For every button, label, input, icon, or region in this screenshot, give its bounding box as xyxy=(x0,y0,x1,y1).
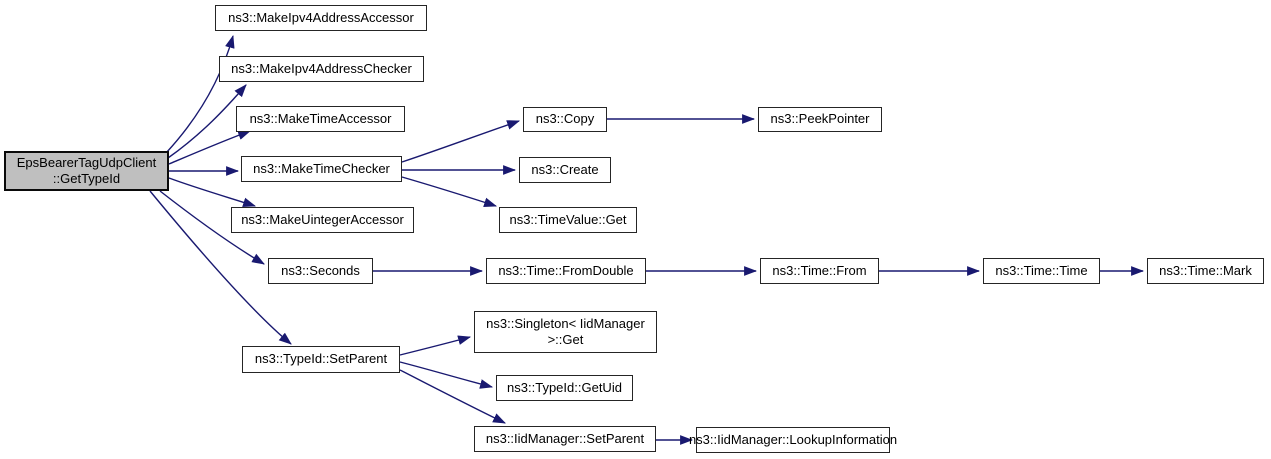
node-timevalue-get[interactable]: ns3::TimeValue::Get xyxy=(499,207,637,233)
edge-typeid-setparent-to-iidmanager-setparent xyxy=(399,369,506,424)
node-make-ipv4-address-accessor[interactable]: ns3::MakeIpv4AddressAccessor xyxy=(215,5,427,31)
edge-main-to-make-ipv4-address-accessor xyxy=(165,34,235,154)
node-iidmanager-setparent[interactable]: ns3::IidManager::SetParent xyxy=(474,426,656,452)
edge-main-to-typeid-setparent xyxy=(149,190,292,345)
node-copy[interactable]: ns3::Copy xyxy=(523,107,607,132)
node-iidmanager-lookupinformation[interactable]: ns3::IidManager::LookupInformation xyxy=(689,427,897,453)
edge-main-to-make-uinteger-accessor xyxy=(168,177,257,207)
node-make-ipv4-address-checker[interactable]: ns3::MakeIpv4AddressChecker xyxy=(219,56,424,82)
node-main-gettypeid: EpsBearerTagUdpClient ::GetTypeId xyxy=(4,151,169,191)
node-singleton-iidmanager-get[interactable]: ns3::Singleton< IidManager >::Get xyxy=(474,311,657,353)
edge-main-to-seconds xyxy=(159,190,265,265)
node-make-time-accessor[interactable]: ns3::MakeTimeAccessor xyxy=(236,106,405,132)
node-make-uinteger-accessor[interactable]: ns3::MakeUintegerAccessor xyxy=(231,207,414,233)
node-time-fromdouble[interactable]: ns3::Time::FromDouble xyxy=(486,258,646,284)
edge-make-time-checker-to-timevalue-get xyxy=(401,176,498,207)
edge-typeid-setparent-to-typeid-getuid xyxy=(399,361,494,389)
node-time-from[interactable]: ns3::Time::From xyxy=(760,258,879,284)
node-time-mark[interactable]: ns3::Time::Mark xyxy=(1147,258,1264,284)
node-seconds[interactable]: ns3::Seconds xyxy=(268,258,373,284)
node-typeid-getuid[interactable]: ns3::TypeId::GetUid xyxy=(496,375,633,401)
node-create[interactable]: ns3::Create xyxy=(519,157,611,183)
edge-main-to-make-time-accessor xyxy=(168,130,252,165)
node-typeid-setparent[interactable]: ns3::TypeId::SetParent xyxy=(242,346,400,373)
node-peek-pointer[interactable]: ns3::PeekPointer xyxy=(758,107,882,132)
edge-main-to-make-ipv4-address-checker xyxy=(167,84,247,159)
node-time-time[interactable]: ns3::Time::Time xyxy=(983,258,1100,284)
edge-make-time-checker-to-copy xyxy=(401,120,521,163)
edge-typeid-setparent-to-singleton-get xyxy=(399,335,472,356)
node-make-time-checker[interactable]: ns3::MakeTimeChecker xyxy=(241,156,402,182)
